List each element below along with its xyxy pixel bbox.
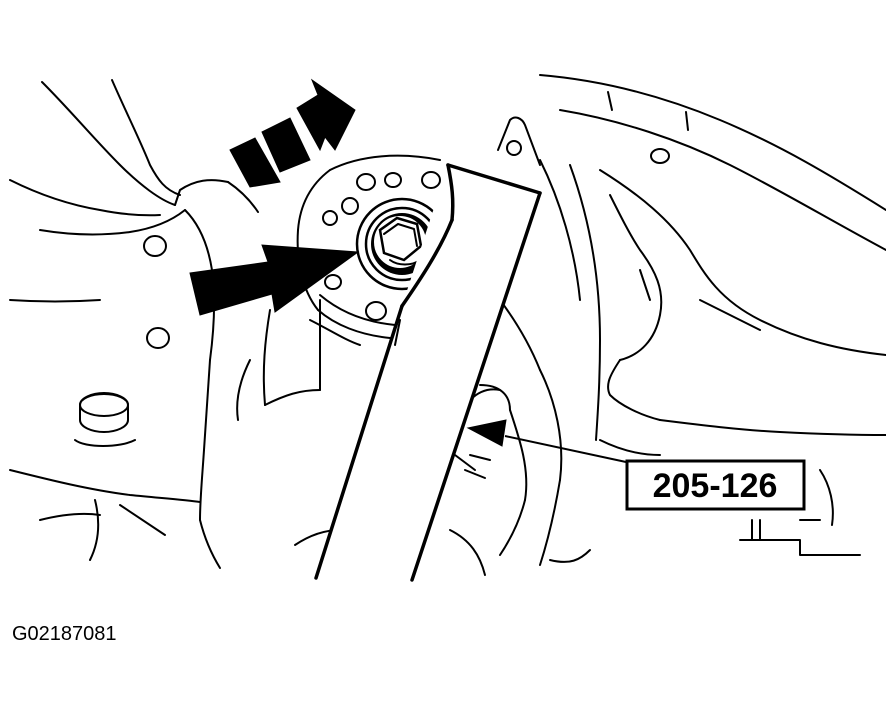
hub-bolt-hole [324,274,342,290]
figure-id: G02187081 [12,623,117,645]
left-block-holes [143,235,170,349]
tool-number-label: 205-126 [653,467,778,505]
callout-frame [625,459,806,511]
holding-tool-bar [314,163,542,582]
left-stud [74,392,136,447]
hub-bolt-hole [356,173,376,191]
callout-leader [466,419,627,463]
tool-callout-box: 205-126 [625,459,806,511]
housing-hole [650,148,670,164]
left-engine-structure [9,79,259,569]
bolt-pointer-arrow [189,244,360,316]
hub-bolt-hole [421,171,441,189]
hub-bolt-hole [365,301,387,321]
block-hole [146,327,170,349]
hub-bolt-hole [384,172,402,188]
right-housing-structure [539,74,886,563]
upper-bracket [497,116,541,166]
hub-bolt-hole [322,210,338,226]
hub-bolt-hole [341,197,359,215]
rotation-direction-arrow [229,78,356,188]
block-hole [143,235,167,257]
